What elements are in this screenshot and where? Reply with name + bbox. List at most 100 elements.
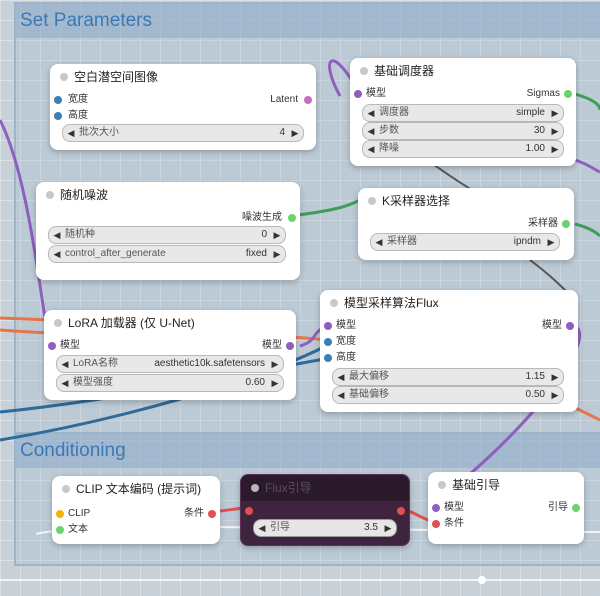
increment-arrow-icon[interactable]: ▶ (551, 126, 559, 136)
collapse-dot[interactable] (438, 481, 446, 489)
input-model[interactable]: 模型 (432, 500, 464, 516)
input-clip[interactable]: CLIP (56, 506, 90, 522)
output-conditioning[interactable]: 条件 (184, 506, 216, 522)
output-model[interactable]: 模型 (542, 318, 574, 334)
node-title-bar[interactable]: 模型采样算法Flux (320, 290, 578, 316)
slot-model-icon[interactable] (48, 342, 56, 350)
input-width[interactable]: 宽度 (324, 334, 356, 350)
increment-arrow-icon[interactable]: ▶ (271, 378, 279, 388)
node-title-bar[interactable]: CLIP 文本编码 (提示词) (52, 476, 220, 502)
node-title-bar[interactable]: 基础引导 (428, 472, 584, 498)
decrement-arrow-icon[interactable]: ◀ (61, 359, 69, 369)
increment-arrow-icon[interactable]: ▶ (551, 108, 559, 118)
widget-sampler-name[interactable]: ◀ 采样器 ipndm ▶ (370, 233, 560, 251)
increment-arrow-icon[interactable]: ▶ (273, 230, 281, 240)
slot-string-icon[interactable] (56, 526, 64, 534)
widget-seed[interactable]: ◀ 随机种 0 ▶ (48, 226, 286, 244)
increment-arrow-icon[interactable]: ▶ (547, 237, 555, 247)
node-title-bar[interactable]: LoRA 加载器 (仅 U-Net) (44, 310, 296, 336)
slot-conditioning-icon[interactable] (432, 520, 440, 528)
slot-int-icon[interactable] (324, 338, 332, 346)
widget-scheduler[interactable]: ◀ 调度器 simple ▶ (362, 104, 564, 122)
output-noise[interactable]: 噪波生成 (242, 210, 296, 226)
slot-model-icon[interactable] (324, 322, 332, 330)
widget-control-after-generate[interactable]: ◀ control_after_generate fixed ▶ (48, 245, 286, 263)
widget-max-shift[interactable]: ◀ 最大偏移 1.15 ▶ (332, 368, 564, 386)
group-title[interactable]: Set Parameters (16, 4, 600, 38)
slot-int-icon[interactable] (54, 112, 62, 120)
increment-arrow-icon[interactable]: ▶ (551, 390, 559, 400)
slot-noise-icon[interactable] (288, 214, 296, 222)
collapse-dot[interactable] (54, 319, 62, 327)
slot-latent-icon[interactable] (304, 96, 312, 104)
slot-clip-icon[interactable] (56, 510, 64, 518)
output-model[interactable]: 模型 (262, 338, 294, 354)
increment-arrow-icon[interactable]: ▶ (384, 523, 392, 533)
decrement-arrow-icon[interactable]: ◀ (367, 144, 375, 154)
slot-model-icon[interactable] (354, 90, 362, 98)
node-title-bar[interactable]: K采样器选择 (358, 188, 574, 214)
input-model[interactable]: 模型 (324, 318, 356, 334)
node-title-bar[interactable]: 空白潜空间图像 (50, 64, 316, 90)
input-model[interactable]: 模型 (48, 338, 80, 354)
slot-int-icon[interactable] (54, 96, 62, 104)
node-flux-guidance[interactable]: Flux引导 ◀ 引导 3.5 ▶ (240, 474, 410, 546)
input-height[interactable]: 高度 (324, 350, 356, 366)
collapse-dot[interactable] (46, 191, 54, 199)
input-height[interactable]: 高度 (54, 108, 88, 124)
input-model[interactable]: 模型 (354, 86, 386, 102)
decrement-arrow-icon[interactable]: ◀ (367, 126, 375, 136)
decrement-arrow-icon[interactable]: ◀ (367, 108, 375, 118)
decrement-arrow-icon[interactable]: ◀ (61, 378, 69, 388)
decrement-arrow-icon[interactable]: ◀ (375, 237, 383, 247)
collapse-dot[interactable] (62, 485, 70, 493)
collapse-dot[interactable] (330, 299, 338, 307)
widget-base-shift[interactable]: ◀ 基础偏移 0.50 ▶ (332, 386, 564, 404)
node-model-sampling-flux[interactable]: 模型采样算法Flux 模型 宽度 高度 模型 ◀ 最大偏移 1.15 ▶ ◀ 基… (320, 290, 578, 412)
input-text[interactable]: 文本 (56, 522, 88, 538)
slot-conditioning-icon[interactable] (245, 507, 253, 515)
increment-arrow-icon[interactable]: ▶ (551, 372, 559, 382)
increment-arrow-icon[interactable]: ▶ (271, 359, 279, 369)
collapse-dot[interactable] (368, 197, 376, 205)
input-width[interactable]: 宽度 (54, 92, 88, 108)
slot-model-icon[interactable] (566, 322, 574, 330)
collapse-dot[interactable] (60, 73, 68, 81)
slot-guider-icon[interactable] (572, 504, 580, 512)
slot-sampler-icon[interactable] (562, 220, 570, 228)
output-sampler[interactable]: 采样器 (528, 216, 570, 232)
output-latent[interactable]: Latent (270, 92, 312, 108)
decrement-arrow-icon[interactable]: ◀ (67, 128, 75, 138)
slot-conditioning-icon[interactable] (397, 507, 405, 515)
widget-steps[interactable]: ◀ 步数 30 ▶ (362, 122, 564, 140)
decrement-arrow-icon[interactable]: ◀ (53, 230, 61, 240)
node-title-bar[interactable]: 随机噪波 (36, 182, 300, 208)
increment-arrow-icon[interactable]: ▶ (551, 144, 559, 154)
collapse-dot[interactable] (251, 484, 259, 492)
node-title-bar[interactable]: Flux引导 (241, 475, 409, 501)
node-title-bar[interactable]: 基础调度器 (350, 58, 576, 84)
widget-guidance[interactable]: ◀ 引导 3.5 ▶ (253, 519, 397, 537)
slot-sigmas-icon[interactable] (564, 90, 572, 98)
node-ksampler-select[interactable]: K采样器选择 采样器 ◀ 采样器 ipndm ▶ (358, 188, 574, 260)
slot-model-icon[interactable] (286, 342, 294, 350)
widget-lora-name[interactable]: ◀ LoRA名称 aesthetic10k.safetensors ▶ (56, 355, 284, 373)
increment-arrow-icon[interactable]: ▶ (273, 249, 281, 259)
decrement-arrow-icon[interactable]: ◀ (258, 523, 266, 533)
node-basic-scheduler[interactable]: 基础调度器 模型 Sigmas ◀ 调度器 simple ▶ ◀ 步数 30 ▶… (350, 58, 576, 166)
input-conditioning[interactable]: 条件 (432, 516, 464, 532)
widget-denoise[interactable]: ◀ 降噪 1.00 ▶ (362, 140, 564, 158)
slot-int-icon[interactable] (324, 354, 332, 362)
node-random-noise[interactable]: 随机噪波 噪波生成 ◀ 随机种 0 ▶ ◀ control_after_gene… (36, 182, 300, 280)
slot-conditioning-icon[interactable] (208, 510, 216, 518)
decrement-arrow-icon[interactable]: ◀ (337, 390, 345, 400)
widget-batch-size[interactable]: ◀ 批次大小 4 ▶ (62, 124, 304, 142)
node-empty-latent-image[interactable]: 空白潜空间图像 宽度 高度 Latent ◀ 批次大小 4 ▶ (50, 64, 316, 150)
decrement-arrow-icon[interactable]: ◀ (53, 249, 61, 259)
widget-model-strength[interactable]: ◀ 模型强度 0.60 ▶ (56, 374, 284, 392)
decrement-arrow-icon[interactable]: ◀ (337, 372, 345, 382)
node-lora-loader[interactable]: LoRA 加载器 (仅 U-Net) 模型 模型 ◀ LoRA名称 aesthe… (44, 310, 296, 400)
group-title[interactable]: Conditioning (16, 434, 600, 468)
increment-arrow-icon[interactable]: ▶ (291, 128, 299, 138)
